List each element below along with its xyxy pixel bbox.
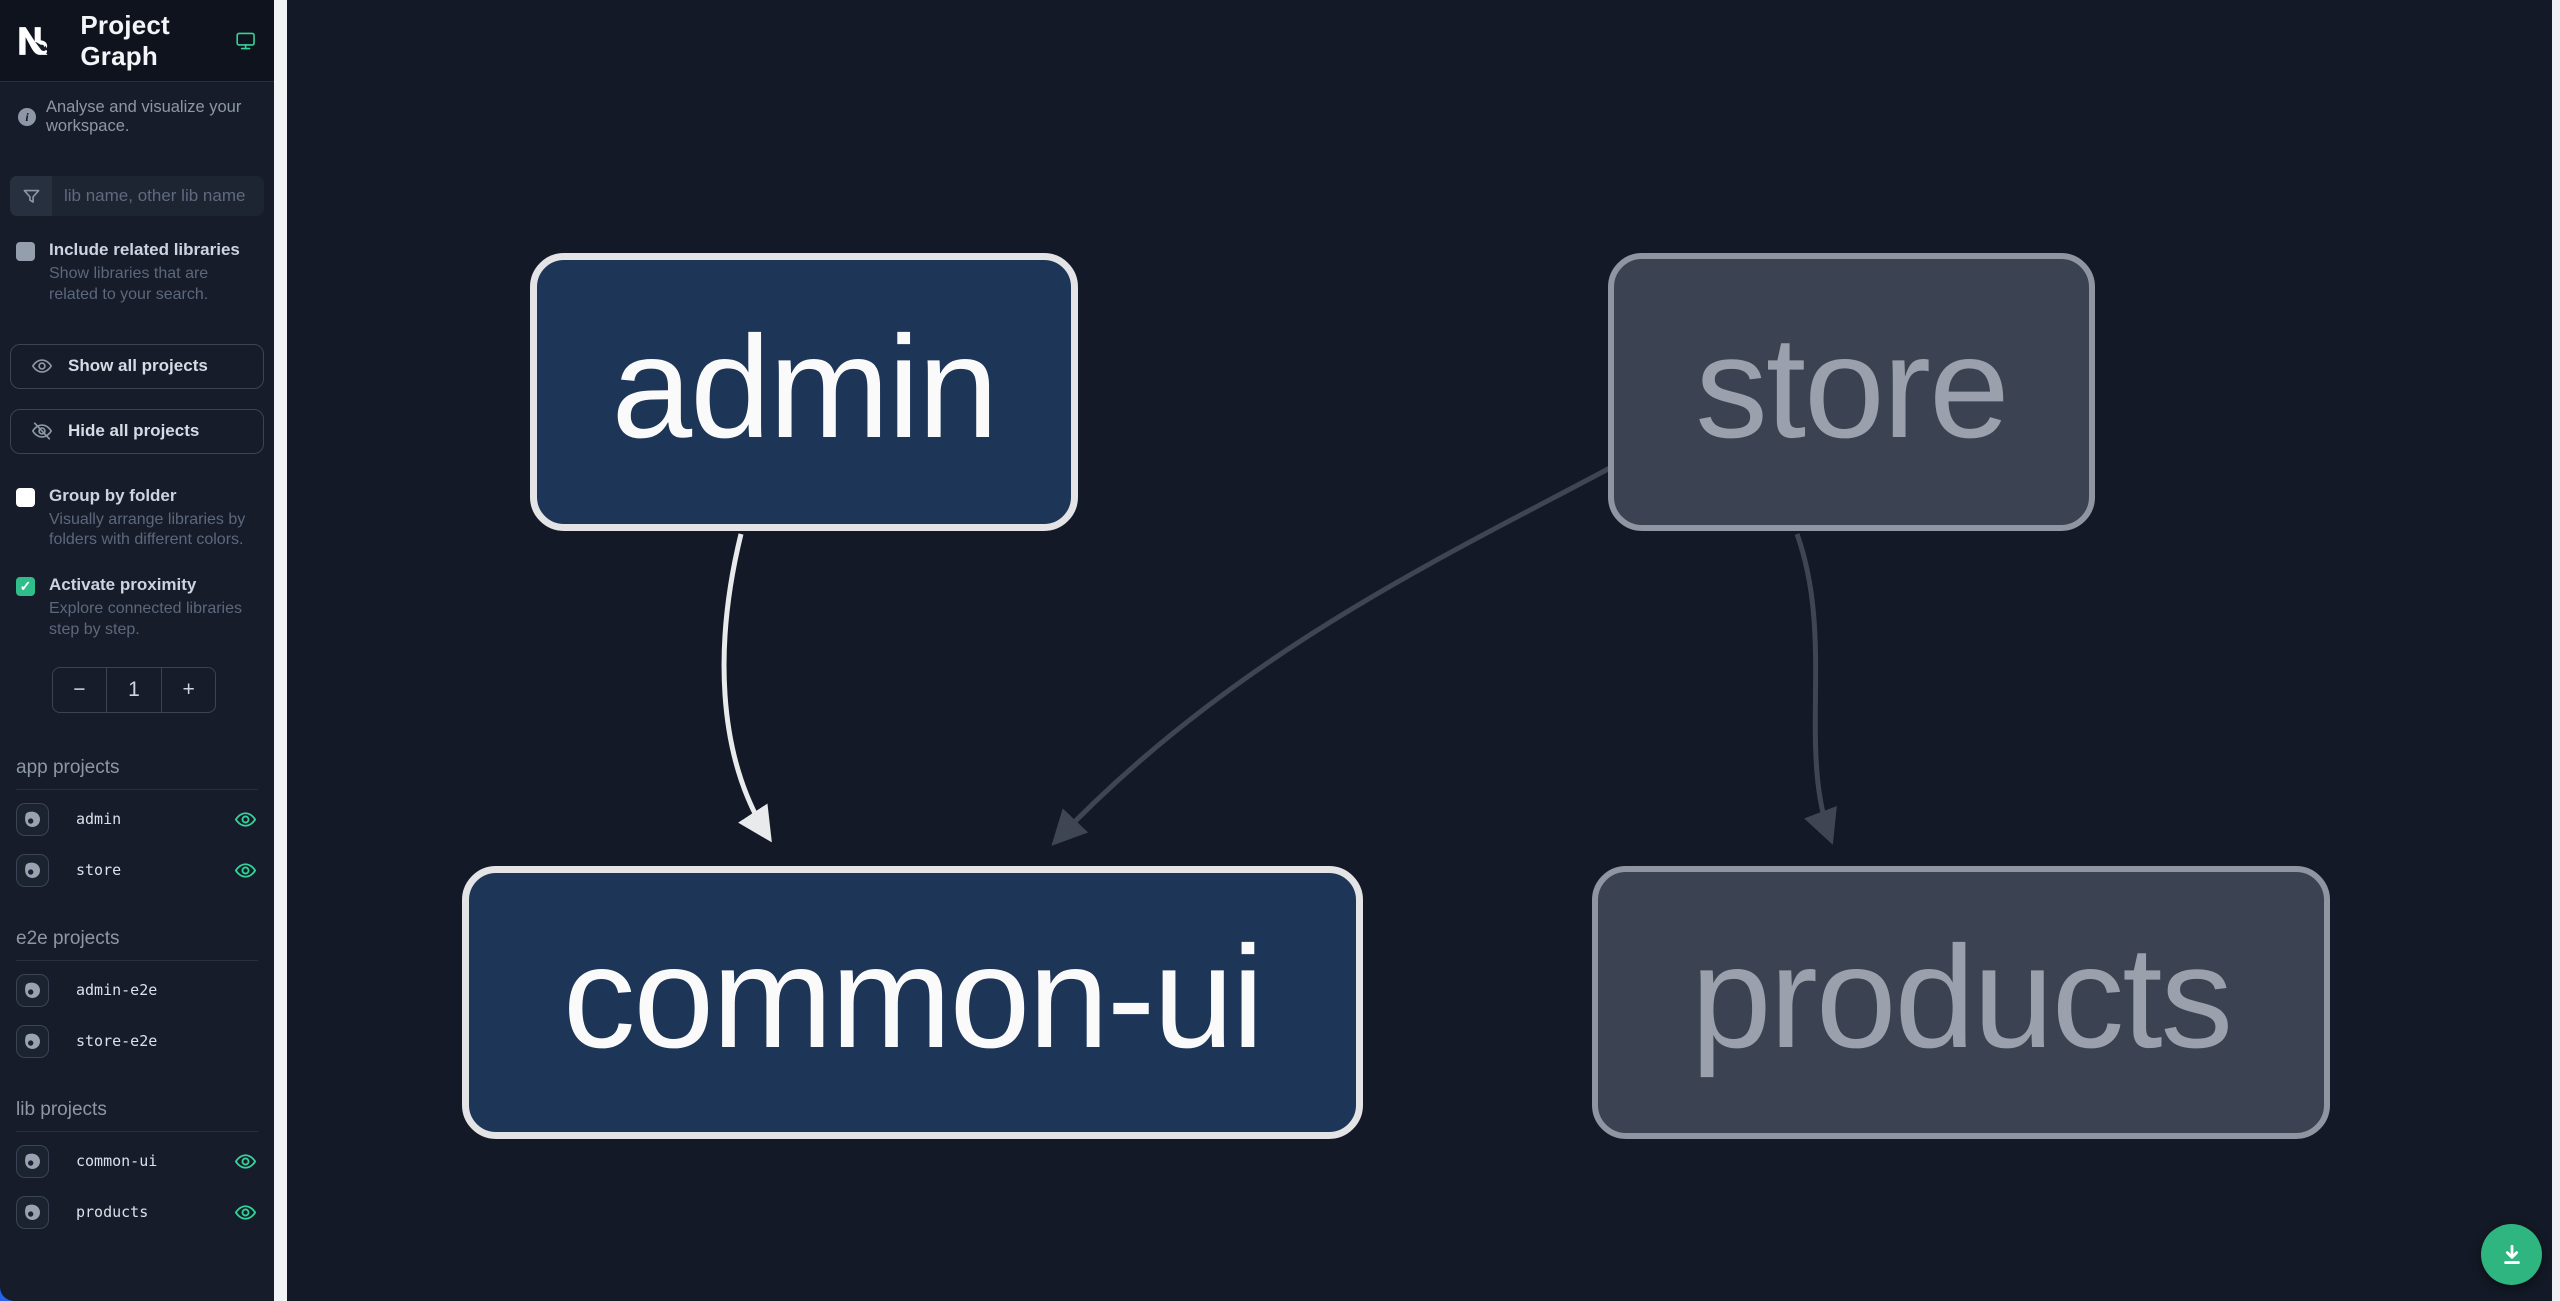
project-name: common-ui bbox=[76, 1152, 158, 1171]
activate-proximity-description: Explore connected libraries step by step… bbox=[49, 600, 242, 638]
proximity-increment-button[interactable]: + bbox=[161, 666, 216, 713]
project-row-store: store bbox=[0, 849, 274, 892]
filter-funnel-icon bbox=[10, 176, 52, 216]
info-icon: i bbox=[18, 108, 36, 126]
include-related-checkbox[interactable] bbox=[16, 242, 35, 261]
focus-icon bbox=[25, 1153, 40, 1169]
focus-icon bbox=[25, 982, 40, 998]
graph-node-common-ui[interactable]: common-ui bbox=[462, 866, 1363, 1139]
option-group-by-folder: Group by folder Visually arrange librari… bbox=[16, 486, 258, 552]
focus-button[interactable] bbox=[16, 1195, 49, 1229]
project-name: store-e2e bbox=[76, 1032, 158, 1051]
edge-admin-common-ui bbox=[721, 533, 772, 843]
project-row-admin-e2e: admin-e2e bbox=[0, 969, 274, 1012]
show-all-projects-label: Show all projects bbox=[68, 356, 208, 376]
section-lib-projects: lib projects common-ui products bbox=[0, 1099, 274, 1234]
graph-canvas[interactable]: admin store common-ui products bbox=[287, 0, 2552, 1301]
option-activate-proximity: ✓ Activate proximity Explore connected l… bbox=[16, 575, 258, 641]
project-row-products: products bbox=[0, 1191, 274, 1234]
sidebar: Project Graph i Analyse and visualize yo… bbox=[0, 0, 274, 1301]
focus-button[interactable] bbox=[16, 802, 49, 836]
project-name: store bbox=[76, 861, 122, 880]
focus-icon bbox=[25, 1033, 40, 1049]
show-all-projects-button[interactable]: Show all projects bbox=[10, 343, 264, 389]
focus-button[interactable] bbox=[16, 853, 49, 887]
sidebar-resize-handle[interactable] bbox=[274, 0, 287, 1301]
edge-store-common-ui bbox=[1051, 465, 1612, 846]
project-name: admin-e2e bbox=[76, 981, 158, 1000]
subtitle-text: Analyse and visualize your workspace. bbox=[46, 98, 242, 135]
node-label: admin bbox=[611, 305, 999, 468]
section-heading: app projects bbox=[16, 757, 258, 790]
option-include-related: Include related libraries Show libraries… bbox=[16, 240, 258, 306]
hide-all-projects-label: Hide all projects bbox=[68, 421, 200, 441]
focus-icon bbox=[25, 1204, 40, 1220]
proximity-stepper: − 1 + bbox=[52, 666, 216, 713]
focus-button[interactable] bbox=[16, 1024, 49, 1058]
node-label: common-ui bbox=[562, 916, 1264, 1078]
project-name: products bbox=[76, 1203, 149, 1222]
graph-node-products[interactable]: products bbox=[1592, 866, 2330, 1139]
nx-logo bbox=[19, 26, 48, 55]
activate-proximity-checkbox[interactable]: ✓ bbox=[16, 577, 35, 597]
search-box bbox=[10, 176, 264, 216]
workspace-subtitle: i Analyse and visualize your workspace. bbox=[18, 98, 258, 136]
focus-icon bbox=[25, 862, 40, 878]
proximity-value[interactable]: 1 bbox=[106, 666, 162, 713]
node-label: store bbox=[1695, 305, 2009, 468]
group-by-folder-description: Visually arrange libraries by folders wi… bbox=[49, 510, 246, 549]
focus-button[interactable] bbox=[16, 973, 49, 1007]
toggle-visibility-eye-icon[interactable] bbox=[234, 858, 258, 882]
project-row-common-ui: common-ui bbox=[0, 1140, 274, 1183]
edge-store-products bbox=[1794, 533, 1837, 845]
hide-all-projects-button[interactable]: Hide all projects bbox=[10, 408, 264, 454]
app-title: Project Graph bbox=[80, 9, 170, 71]
search-input[interactable] bbox=[52, 176, 264, 216]
download-graph-button[interactable] bbox=[2481, 1224, 2542, 1285]
sidebar-header: Project Graph bbox=[0, 0, 274, 82]
download-icon bbox=[2503, 1244, 2520, 1264]
group-by-folder-checkbox[interactable] bbox=[16, 487, 35, 507]
toggle-visibility-eye-icon[interactable] bbox=[234, 807, 258, 831]
graph-node-store[interactable]: store bbox=[1608, 253, 2095, 531]
include-related-description: Show libraries that are related to your … bbox=[49, 265, 209, 303]
graph-node-admin[interactable]: admin bbox=[530, 253, 1078, 531]
toggle-visibility-eye-icon[interactable] bbox=[234, 1149, 258, 1173]
group-by-folder-label[interactable]: Group by folder bbox=[49, 485, 177, 505]
vertical-scrollbar[interactable] bbox=[2552, 0, 2560, 1301]
proximity-decrement-button[interactable]: − bbox=[52, 666, 107, 713]
project-row-admin: admin bbox=[0, 798, 274, 841]
focus-button[interactable] bbox=[16, 1144, 49, 1178]
include-related-label[interactable]: Include related libraries bbox=[49, 240, 240, 259]
node-label: products bbox=[1690, 916, 2233, 1078]
eye-off-icon bbox=[31, 422, 53, 440]
section-e2e-projects: e2e projects admin-e2e store-e2e bbox=[0, 928, 274, 1063]
theme-monitor-icon[interactable] bbox=[235, 27, 256, 55]
section-app-projects: app projects admin store bbox=[0, 757, 274, 892]
section-heading: e2e projects bbox=[16, 928, 258, 961]
check-icon: ✓ bbox=[19, 578, 32, 595]
toggle-visibility-eye-icon[interactable] bbox=[234, 1200, 258, 1224]
project-name: admin bbox=[76, 810, 122, 829]
eye-icon bbox=[31, 359, 53, 373]
focus-icon bbox=[25, 811, 40, 827]
project-row-store-e2e: store-e2e bbox=[0, 1020, 274, 1063]
section-heading: lib projects bbox=[16, 1099, 258, 1132]
activate-proximity-label[interactable]: Activate proximity bbox=[49, 575, 197, 595]
